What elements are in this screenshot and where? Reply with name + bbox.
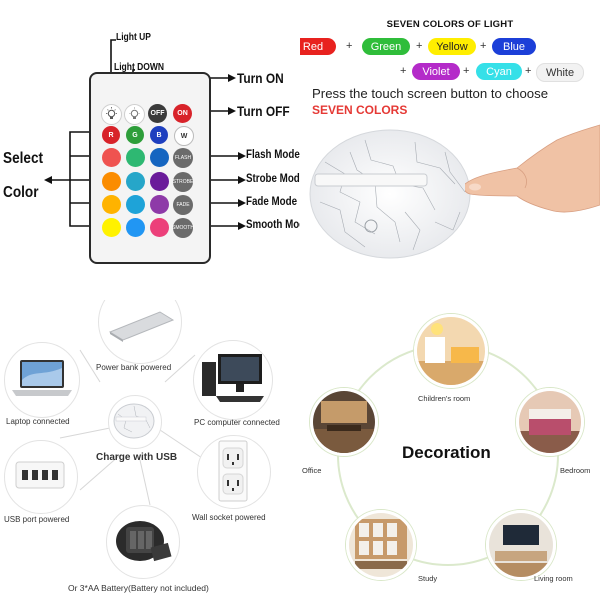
white-button[interactable]: W [174, 126, 194, 146]
flash-mode-button[interactable]: FLASH [173, 148, 193, 168]
living-room-label: Living room [534, 574, 573, 583]
color-button[interactable] [102, 195, 121, 214]
color-button[interactable] [102, 148, 121, 167]
bulb-icon [106, 107, 117, 119]
finger-image [465, 124, 600, 213]
charge-usb-label: Charge with USB [96, 452, 178, 463]
lamp-icon [113, 403, 155, 439]
pc-computer-icon [202, 354, 264, 402]
turn-on-label: Turn ON [237, 70, 284, 86]
laptop-icon [12, 360, 72, 396]
bulb-dim-icon [129, 107, 140, 119]
power-connector-lines [59, 349, 206, 506]
pill-red: Red [300, 38, 336, 55]
seven-colors-emphasis: SEVEN COLORS [312, 103, 408, 117]
office-label: Office [302, 466, 322, 475]
study-label: Study [418, 574, 438, 583]
color-button[interactable] [126, 148, 145, 167]
plus-sign: + [346, 40, 353, 52]
wall-socket-label: Wall socket powered [192, 513, 266, 522]
laptop-label: Laptop connected [6, 417, 70, 426]
color-button[interactable] [150, 172, 169, 191]
plus-sign: + [525, 65, 532, 77]
living-room-image [486, 510, 556, 580]
press-instruction: Press the touch screen button to choose [312, 86, 549, 101]
color-button[interactable] [126, 172, 145, 191]
pill-green: Green [362, 38, 410, 55]
color-button[interactable] [150, 218, 169, 237]
pill-violet: Violet [412, 63, 460, 80]
smooth-mode-label: Smooth Mode [246, 219, 300, 231]
pill-yellow: Yellow [428, 38, 476, 55]
color-button[interactable] [126, 218, 145, 237]
light-down-button[interactable] [124, 104, 145, 125]
select-label: Select [3, 150, 44, 167]
green-button[interactable]: G [126, 126, 144, 144]
blue-button[interactable]: B [150, 126, 168, 144]
remote-control-section: OFF ON R G B W FLASH STROBE FADE SMOOTH … [0, 0, 300, 300]
battery-compartment-icon [116, 521, 172, 562]
usb-port-icon [15, 461, 65, 489]
decoration-title: Decoration [402, 443, 491, 462]
red-button[interactable]: R [102, 126, 120, 144]
cracked-lamp-image [309, 129, 471, 259]
plus-sign: + [400, 65, 407, 77]
color-button[interactable] [102, 172, 121, 191]
color-button[interactable] [150, 148, 169, 167]
decoration-section: Children's room Office Bedroom Study [300, 300, 600, 600]
smooth-mode-button[interactable]: SMOOTH [172, 218, 194, 238]
remote-body: OFF ON R G B W FLASH STROBE FADE SMOOTH [89, 72, 211, 264]
office-image [310, 388, 378, 456]
fade-mode-label: Fade Mode [246, 196, 298, 208]
bedroom-label: Bedroom [560, 466, 591, 475]
off-button[interactable]: OFF [148, 104, 167, 123]
color-button[interactable] [150, 195, 169, 214]
light-up-label: Light UP [116, 32, 151, 43]
strobe-mode-label: Strobe Mode [246, 173, 300, 185]
color-button[interactable] [102, 218, 121, 237]
turn-off-label: Turn OFF [237, 103, 290, 119]
flash-mode-label: Flash Mode [246, 149, 300, 161]
childrens-room-image [414, 314, 488, 388]
battery-label: Or 3*AA Battery(Battery not included) [68, 583, 209, 593]
strobe-mode-button[interactable]: STROBE [173, 172, 193, 192]
pill-white: White [536, 63, 584, 82]
pill-blue: Blue [492, 38, 536, 55]
power-options-section: Power bank powered Laptop connected PC c… [0, 300, 300, 600]
wall-socket-icon [218, 440, 248, 502]
pc-label: PC computer connected [194, 418, 280, 427]
seven-colors-section: SEVEN COLORS OF LIGHT Red Green Yellow Blue… [300, 0, 600, 300]
plus-sign: + [416, 40, 423, 52]
color-button[interactable] [126, 195, 145, 214]
light-up-button[interactable] [101, 104, 122, 125]
study-image [346, 510, 416, 580]
power-bank-label: Power bank powered [96, 363, 172, 372]
light-down-label: Light DOWN [114, 62, 165, 73]
plus-sign: + [463, 65, 470, 77]
seven-colors-title: SEVEN COLORS OF LIGHT [386, 19, 514, 30]
pill-cyan: Cyan [476, 63, 522, 80]
on-button[interactable]: ON [173, 104, 192, 123]
plus-sign: + [480, 40, 487, 52]
power-bank-icon [108, 311, 175, 342]
bedroom-image [516, 388, 584, 456]
usb-port-label: USB port powered [4, 515, 70, 524]
color-label: Color [3, 184, 39, 201]
fade-mode-button[interactable]: FADE [173, 195, 193, 215]
childrens-room-label: Children's room [418, 394, 471, 403]
